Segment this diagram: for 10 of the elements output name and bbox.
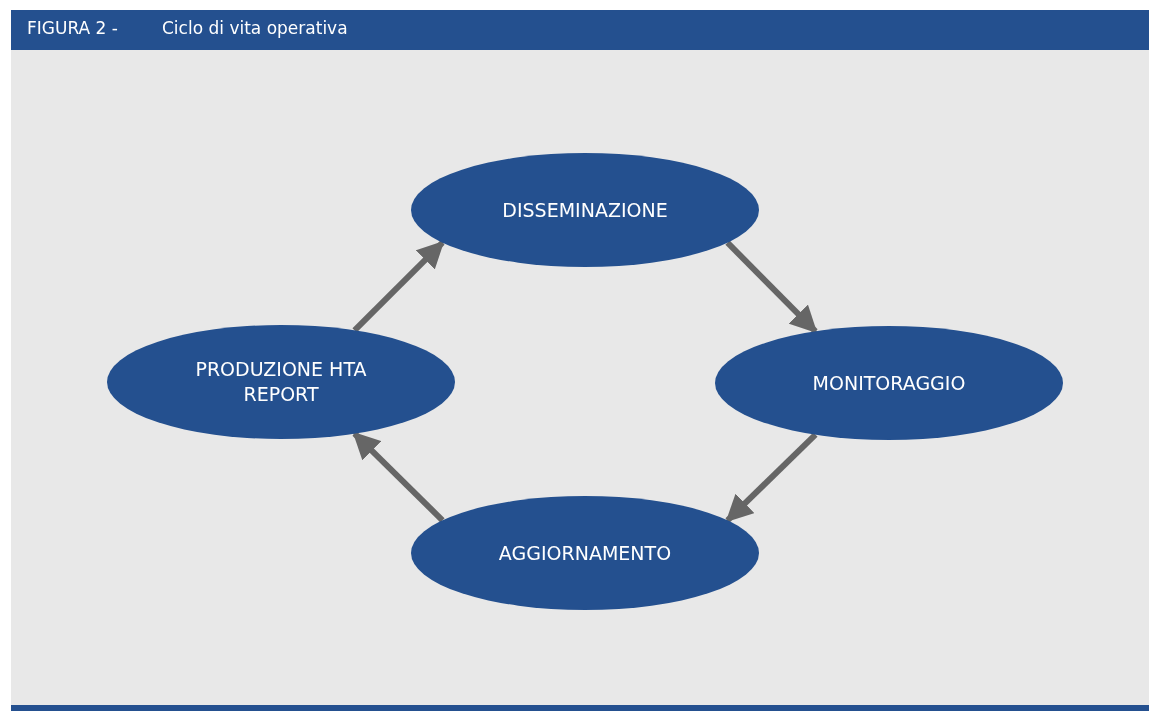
- figure-title: Ciclo di vita operativa: [162, 18, 348, 38]
- node-label: MONITORAGGIO: [812, 370, 966, 396]
- arrow: [725, 240, 818, 334]
- arrow: [352, 240, 445, 333]
- arrow: [725, 432, 818, 523]
- node-label: AGGIORNAMENTO: [498, 540, 672, 566]
- node-label: DISSEMINAZIONE: [502, 197, 668, 223]
- arrow: [352, 431, 445, 523]
- node-label: PRODUZIONE HTA REPORT: [194, 357, 368, 407]
- figure-number: FIGURA 2 -: [27, 18, 118, 38]
